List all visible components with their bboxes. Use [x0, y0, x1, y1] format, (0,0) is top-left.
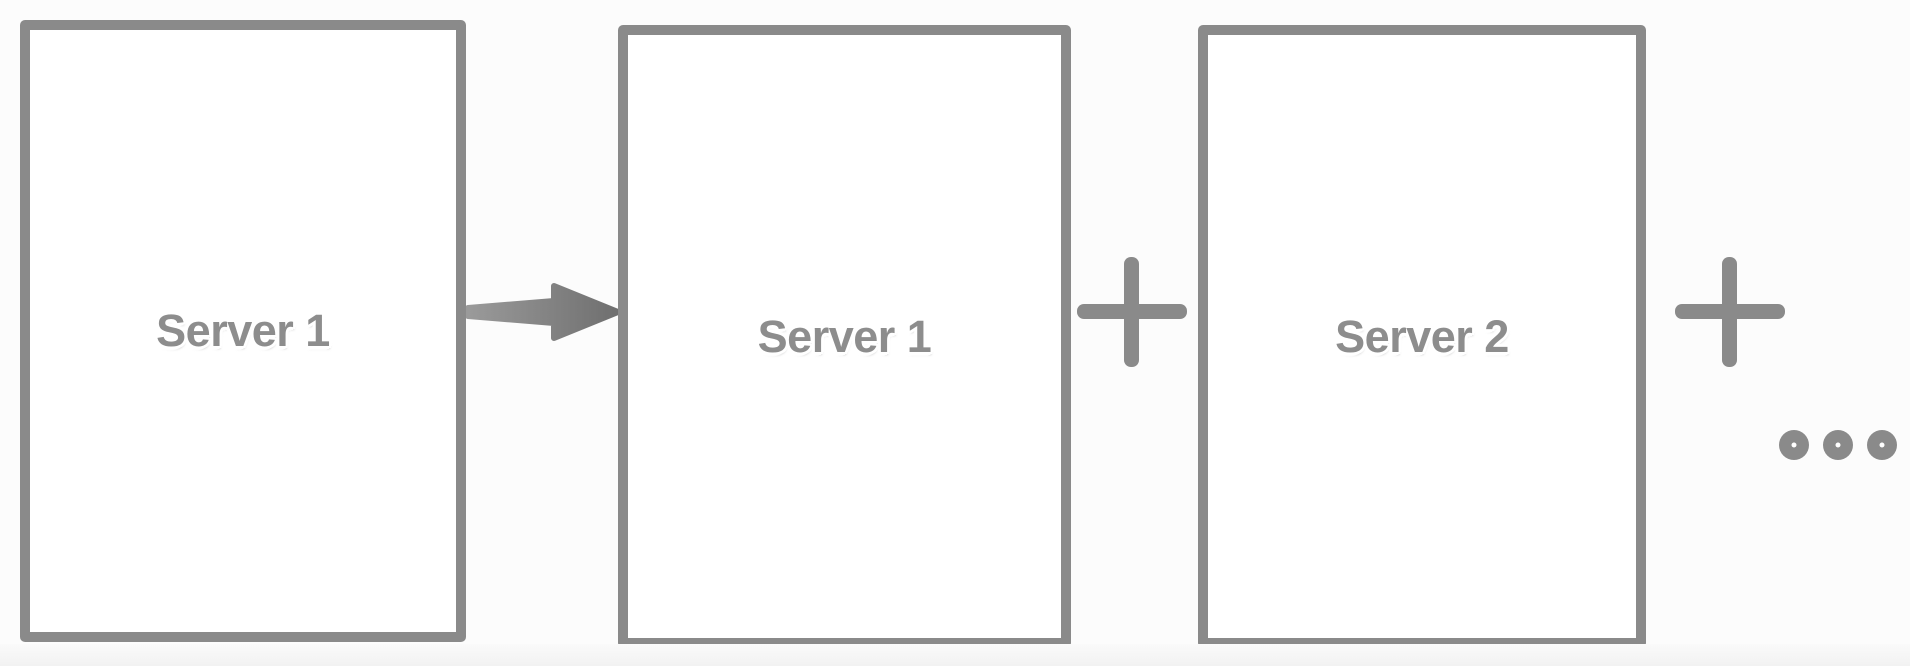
server-box-3-label: Server 2 — [1335, 310, 1509, 362]
server-box-3[interactable]: Server 2 — [1198, 25, 1646, 648]
plus-icon-2 — [1675, 257, 1785, 367]
plus-icon-2-vertical-bar — [1722, 257, 1737, 367]
ellipsis-dot-2 — [1823, 430, 1853, 460]
server-box-2[interactable]: Server 1 — [618, 25, 1071, 648]
ellipsis-dot-3 — [1867, 430, 1897, 460]
ellipsis-dot-1 — [1779, 430, 1809, 460]
server-box-2-label: Server 1 — [757, 310, 932, 362]
arrow-right-icon — [465, 272, 622, 352]
server-box-1-label: Server 1 — [156, 305, 330, 356]
plus-icon-1-vertical-bar — [1124, 257, 1139, 367]
plus-icon-1 — [1077, 257, 1187, 367]
bottom-divider-strip — [0, 644, 1910, 666]
ellipsis-icon — [1779, 428, 1899, 462]
server-box-1[interactable]: Server 1 — [20, 20, 466, 642]
